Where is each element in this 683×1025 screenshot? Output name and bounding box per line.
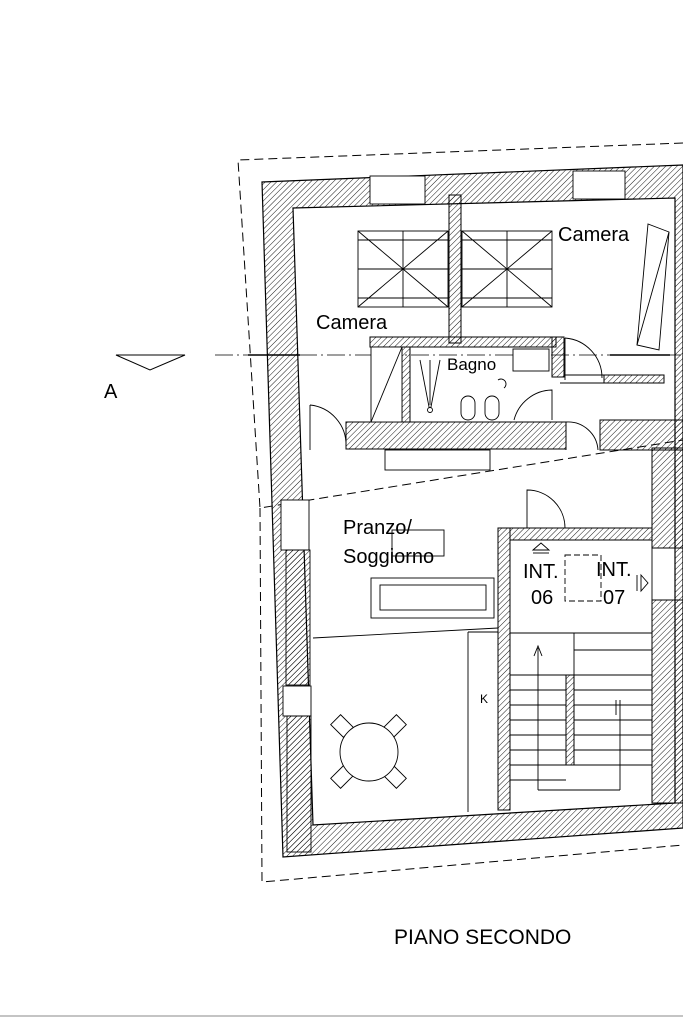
unit-label-int-06-line1: INT.: [523, 561, 559, 583]
bathroom-walls: [345, 336, 683, 451]
unit-label-int-07-line1: INT.: [596, 559, 632, 581]
bed-left: [357, 230, 449, 308]
sofa: [370, 577, 495, 619]
room-label-soggiorno: Soggiorno: [343, 546, 434, 568]
interior-lines: [312, 374, 604, 812]
coffee-table: [391, 529, 445, 557]
bathroom-fixtures: [370, 346, 550, 423]
wardrobe: [636, 223, 670, 351]
room-label-camera-right: Camera: [558, 224, 630, 246]
kitchen-mark: K: [480, 692, 488, 706]
core-walls: [497, 447, 683, 811]
section-label: A: [104, 381, 118, 403]
doors: [309, 337, 603, 529]
stairs: [510, 632, 652, 791]
bidet: [484, 395, 500, 421]
section-arrow-icon: [115, 354, 186, 371]
floor-title: PIANO SECONDO: [394, 926, 571, 949]
toilet: [460, 395, 476, 421]
bed-right: [461, 230, 553, 308]
dining-table: [330, 714, 407, 789]
window-piers: [285, 549, 312, 853]
unit-label-int-06-line2: 06: [531, 587, 553, 609]
room-label-camera-left: Camera: [316, 312, 388, 334]
unit-label-int-07-line2: 07: [603, 587, 625, 609]
property-boundary: [237, 142, 683, 883]
partition-bedrooms: [448, 194, 462, 344]
window-openings: [280, 170, 626, 717]
room-label-bagno: Bagno: [447, 355, 496, 374]
room-label-pranzo: Pranzo/: [343, 517, 412, 539]
washbasin: [512, 348, 550, 372]
